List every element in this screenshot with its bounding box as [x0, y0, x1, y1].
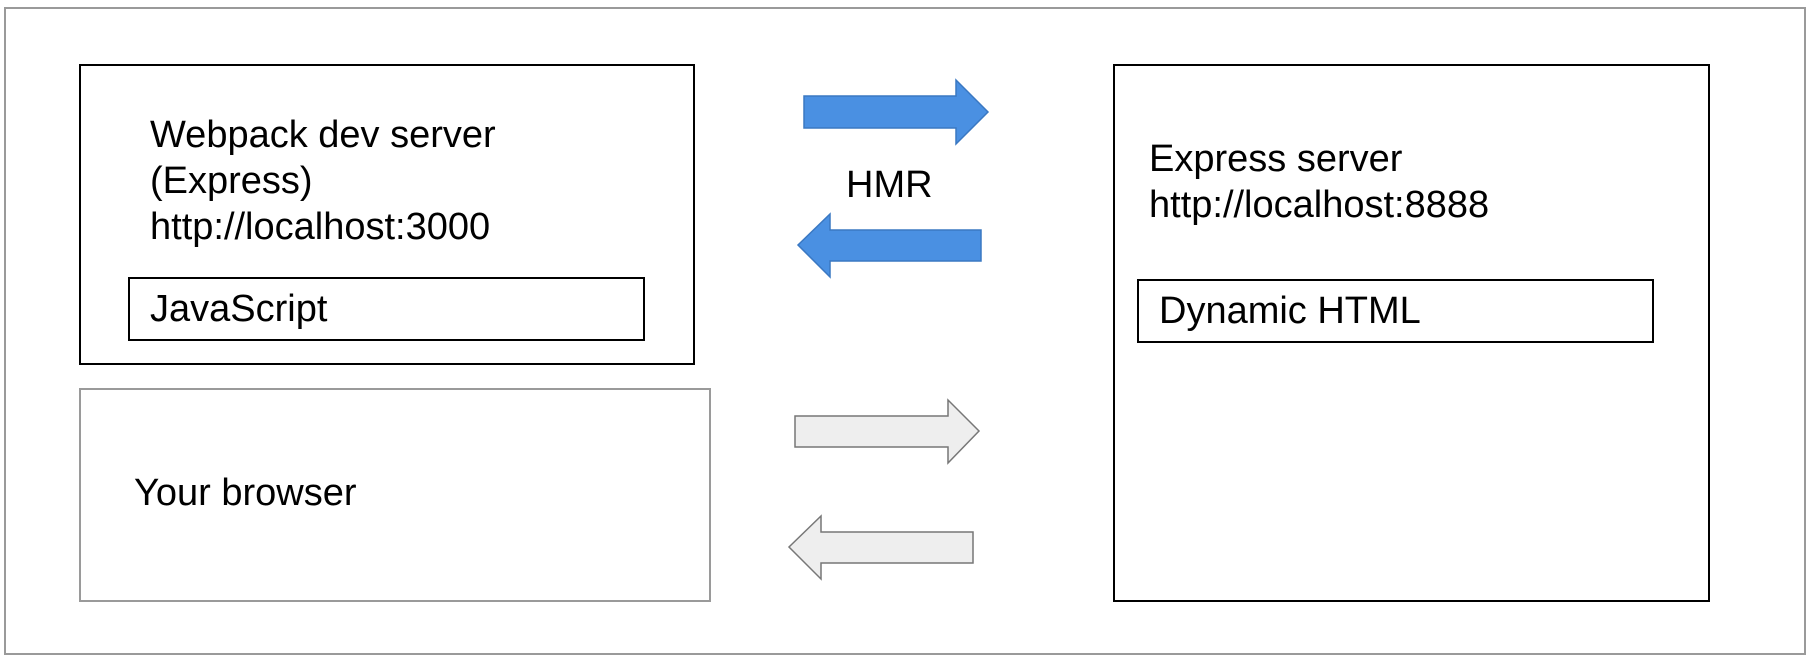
- express-server-box: Express server http://localhost:8888 Dyn…: [1113, 64, 1710, 602]
- webpack-dev-server-url: http://localhost:3000: [150, 206, 491, 248]
- dynamic-html-box: Dynamic HTML: [1137, 279, 1654, 343]
- browser-label: Your browser: [134, 472, 357, 514]
- dynamic-html-label: Dynamic HTML: [1159, 290, 1421, 332]
- webpack-dev-server-subtitle: (Express): [150, 160, 313, 202]
- javascript-box: JavaScript: [128, 277, 645, 341]
- webpack-dev-server-title: Webpack dev server: [150, 114, 496, 156]
- hmr-arrow-left-icon: [796, 212, 982, 279]
- browser-box: Your browser: [79, 388, 711, 602]
- browser-arrow-right-icon: [794, 398, 981, 465]
- hmr-arrow-right-icon: [803, 78, 990, 146]
- webpack-dev-server-box: Webpack dev server (Express) http://loca…: [79, 64, 695, 365]
- express-server-title: Express server: [1149, 138, 1403, 180]
- browser-arrow-left-icon: [787, 514, 974, 581]
- javascript-label: JavaScript: [150, 288, 328, 330]
- hmr-label: HMR: [846, 164, 933, 206]
- express-server-url: http://localhost:8888: [1149, 184, 1490, 226]
